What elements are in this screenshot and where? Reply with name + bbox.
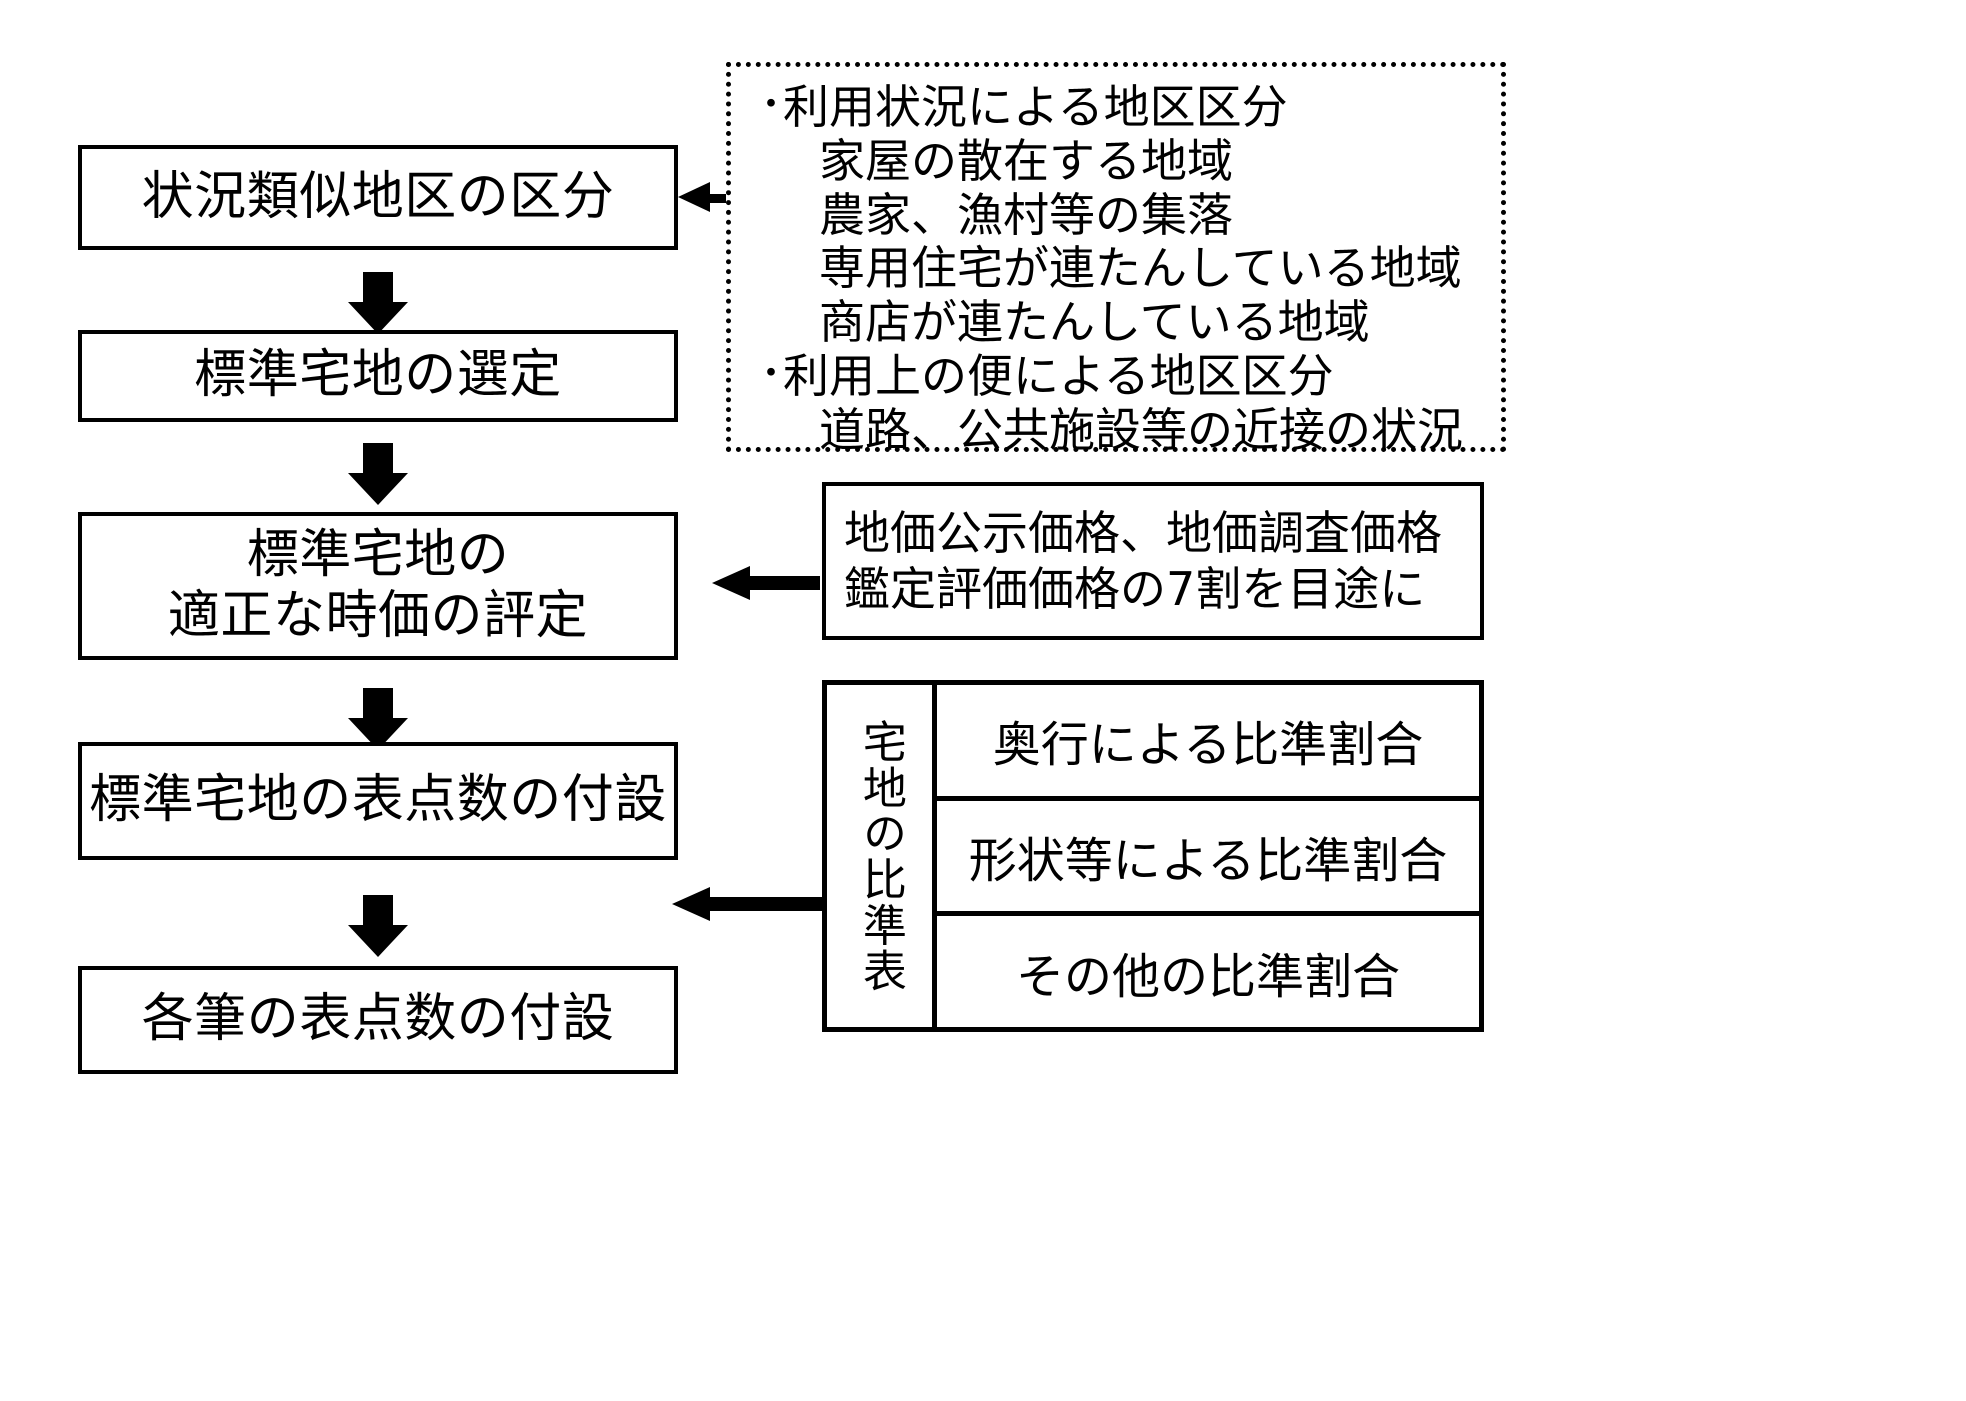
flow-step-district-classification: 状況類似地区の区分: [78, 145, 678, 250]
bullet-text: 利用上の便による地区区分: [783, 349, 1334, 404]
flow-step-standard-site-selection: 標準宅地の選定: [78, 330, 678, 422]
price-note-line: 鑑定評価価格の7割を目途に: [844, 562, 1426, 616]
table-row: 形状等による比準割合: [937, 795, 1479, 912]
bullet-item-convenience: ・ 利用上の便による地区区分: [753, 349, 1483, 404]
table-cell-depth-ratio: 奥行による比準割合: [992, 717, 1424, 774]
bullet-item-usage: ・ 利用状況による地区区分: [753, 80, 1483, 135]
arrow-head: [712, 566, 750, 600]
table-row: その他の比準割合: [937, 911, 1479, 1027]
price-basis-note: 地価公示価格、地価調査価格 鑑定評価価格の7割を目途に: [822, 482, 1484, 640]
bullet-subitem: 家屋の散在する地域: [819, 133, 1233, 188]
arrow-head: [678, 182, 710, 212]
down-arrow-icon-1: [348, 272, 408, 334]
bullet-marker-icon: ・: [753, 353, 790, 395]
arrow-shaft: [363, 272, 393, 304]
price-note-line: 地価公示価格、地価調査価格: [844, 505, 1442, 560]
table-cell-other-ratio: その他の比準割合: [1015, 948, 1400, 1005]
flow-step-parcel-points: 各筆の表点数の付設: [78, 966, 678, 1074]
district-criteria-note: ・ 利用状況による地区区分 家屋の散在する地域 農家、漁村等の集落 専用住宅が連…: [726, 62, 1506, 457]
left-arrow-icon-to-value: [712, 566, 820, 600]
arrow-shaft: [363, 443, 393, 475]
comparison-ratio-table: 宅地の比準表 奥行による比準割合 形状等による比準割合 その他の比準割合: [822, 680, 1484, 1032]
arrow-head: [348, 302, 408, 334]
flow-step-standard-site-points: 標準宅地の表点数の付設: [78, 742, 678, 860]
arrow-head: [348, 473, 408, 505]
arrow-shaft: [748, 576, 820, 590]
down-arrow-icon-3: [348, 688, 408, 750]
table-side-label: 宅地の比準表: [854, 718, 906, 994]
arrow-shaft: [363, 895, 393, 927]
down-arrow-icon-2: [348, 443, 408, 505]
arrow-head: [348, 925, 408, 957]
down-arrow-icon-4: [348, 895, 408, 957]
bullet-subitem: 専用住宅が連たんしている地域: [819, 241, 1462, 296]
left-arrow-icon-to-points: [672, 887, 822, 921]
bullet-subitem: 道路、公共施設等の近接の状況: [819, 402, 1463, 457]
arrow-head: [672, 887, 710, 921]
bullet-text: 利用状況による地区区分: [783, 80, 1288, 134]
table-body: 奥行による比準割合 形状等による比準割合 その他の比準割合: [937, 685, 1479, 1027]
bullet-subitem: 農家、漁村等の集落: [819, 187, 1233, 242]
arrow-shaft: [708, 897, 822, 911]
table-cell-shape-ratio: 形状等による比準割合: [968, 833, 1448, 889]
table-row: 奥行による比準割合: [937, 685, 1479, 796]
arrow-shaft: [363, 688, 393, 720]
bullet-marker-icon: ・: [753, 84, 790, 125]
flow-step-fair-value-assessment: 標準宅地の 適正な時価の評定: [78, 512, 678, 660]
bullet-subitem: 商店が連たんしている地域: [819, 295, 1370, 350]
table-side-header: 宅地の比準表: [827, 685, 937, 1027]
